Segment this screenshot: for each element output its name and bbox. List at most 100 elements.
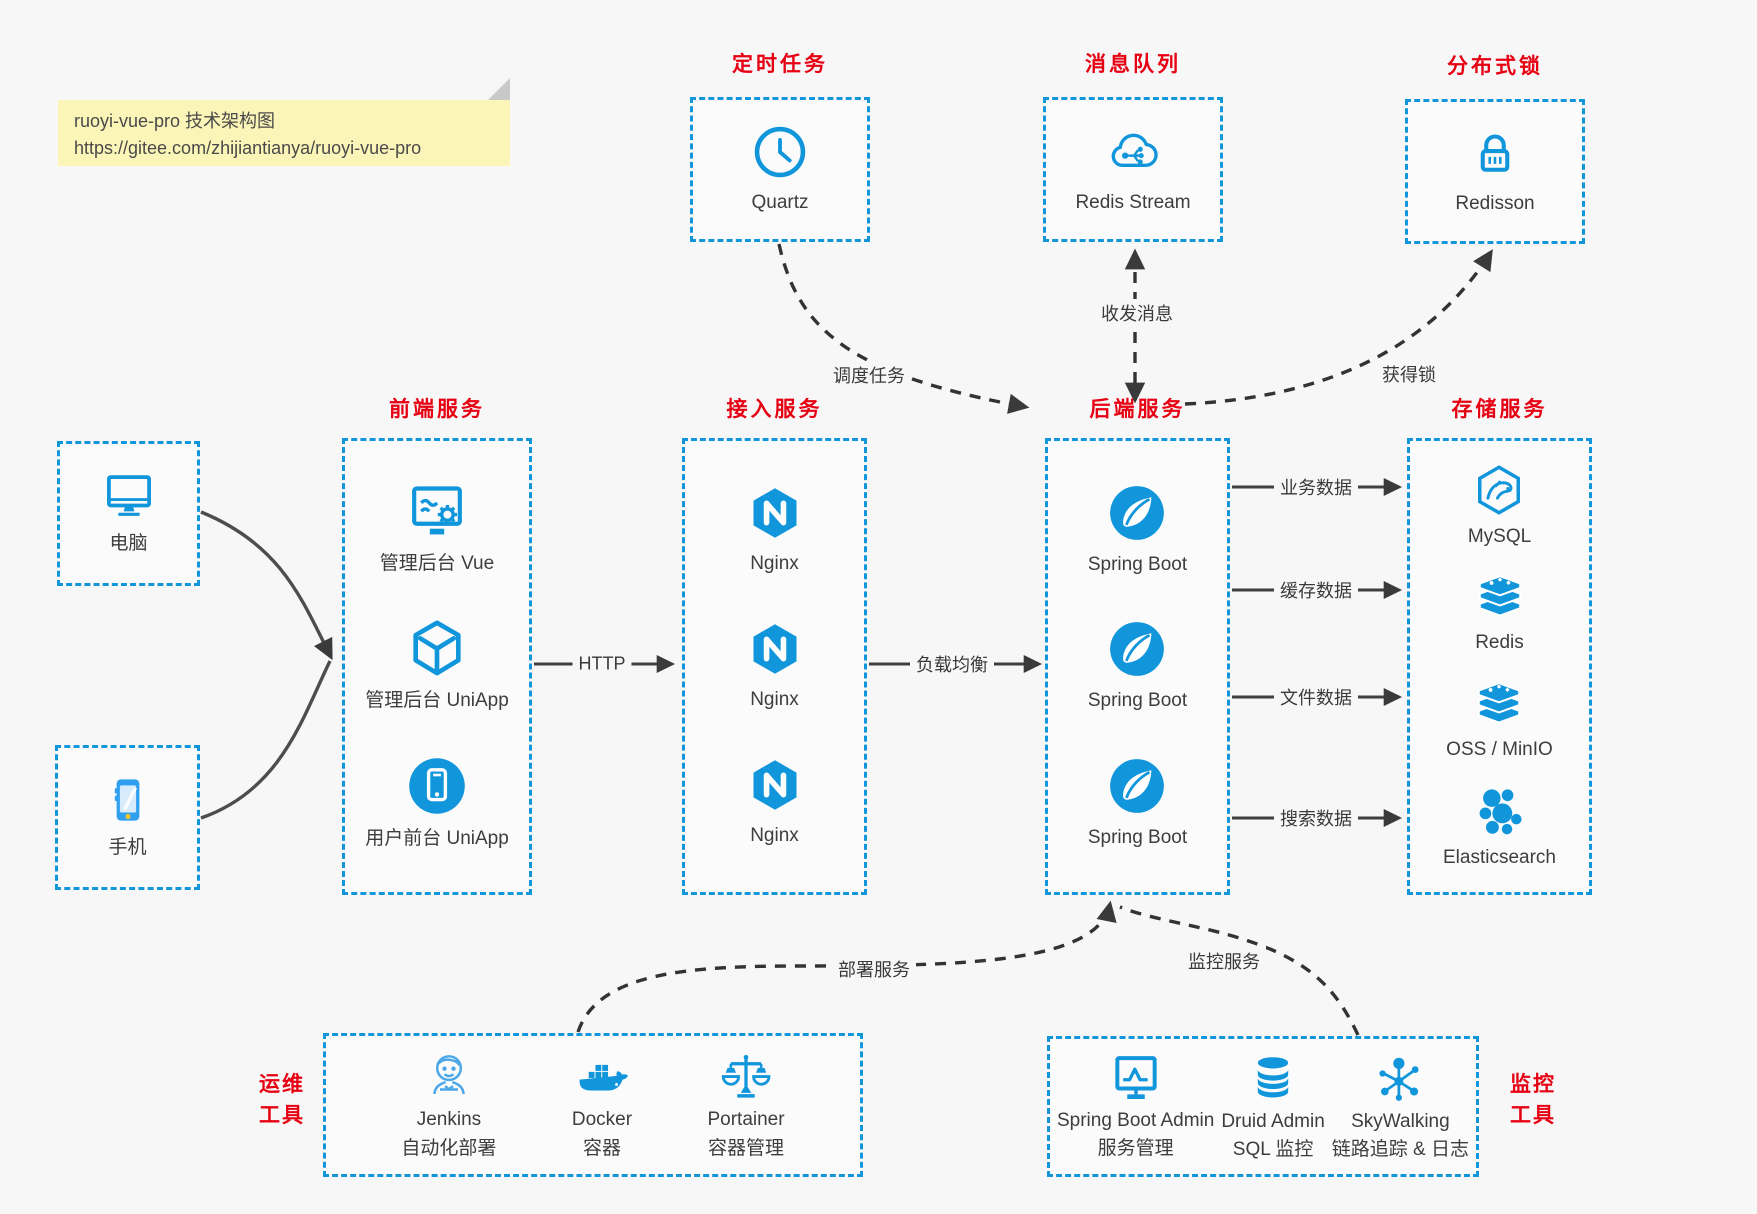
item-label: SkyWalking: [1351, 1110, 1450, 1132]
druid-icon: [1246, 1051, 1300, 1105]
mysql-icon: [1471, 462, 1527, 518]
item-label: Quartz: [751, 192, 809, 214]
item-label: Docker: [571, 1109, 633, 1131]
item-label: Portainer: [707, 1109, 785, 1131]
panel-distributed-lock: Redisson: [1405, 99, 1585, 244]
user-app-icon: [406, 755, 468, 817]
gateway-item-nginx-3: Nginx: [746, 756, 804, 849]
edge-label-deploy-service: 部署服务: [832, 955, 916, 983]
skywalking-icon: [1373, 1051, 1427, 1105]
edge-label-search-data: 搜索数据: [1274, 804, 1358, 832]
title-monitor-tools: 监控 工具: [1494, 1069, 1572, 1131]
panel-monitor-tools: Spring Boot Admin 服务管理 Druid Admin SQL 监…: [1047, 1036, 1479, 1177]
nginx-icon: [746, 620, 804, 678]
smartphone-icon: [102, 774, 154, 826]
panel-ops-tools: Jenkins 自动化部署 Docker 容器 Portainer 容器管理: [323, 1033, 863, 1177]
item-sublabel: SQL 监控: [1232, 1139, 1314, 1161]
title-storage: 存储服务: [1451, 398, 1548, 421]
item-sublabel: 容器: [582, 1137, 621, 1159]
item-label: MySQL: [1467, 525, 1532, 547]
portainer-icon: [718, 1049, 774, 1103]
panel-message-queue: Redis Stream: [1043, 97, 1223, 242]
redis-stack-icon: [1473, 570, 1527, 624]
edge-label-business-data: 业务数据: [1274, 473, 1358, 501]
ops-title-line2: 工具: [259, 1104, 305, 1127]
redis-stream-item: Redis Stream: [1075, 123, 1191, 216]
item-label: Redis Stream: [1075, 192, 1191, 214]
item-label: Spring Boot Admin: [1056, 1109, 1215, 1131]
ops-item-docker: Docker 容器: [572, 1049, 632, 1160]
ops-item-jenkins: Jenkins 自动化部署: [401, 1049, 496, 1160]
monitor-item-sba: Spring Boot Admin 服务管理: [1057, 1052, 1214, 1161]
title-frontend: 前端服务: [389, 398, 485, 421]
frontend-item-vue: 管理后台 Vue: [380, 482, 494, 577]
item-label: Nginx: [750, 553, 799, 575]
edge-label-schedule-job: 调度任务: [827, 361, 911, 389]
spring-icon: [1107, 619, 1167, 679]
edge-label-monitor-service: 监控服务: [1182, 947, 1266, 975]
item-label: Redisson: [1455, 193, 1535, 215]
backend-item-spring-3: Spring Boot: [1088, 756, 1187, 851]
sba-icon: [1108, 1052, 1164, 1104]
panel-gateway: Nginx Nginx Nginx: [682, 438, 867, 895]
spring-icon: [1107, 483, 1167, 543]
gateway-item-nginx-1: Nginx: [746, 484, 804, 577]
item-label: Jenkins: [416, 1109, 482, 1131]
admin-vue-icon: [405, 482, 469, 542]
item-label: OSS / MinIO: [1446, 738, 1553, 760]
panel-backend: Spring Boot Spring Boot Spring Boot: [1045, 438, 1230, 895]
panel-phone: 手机: [55, 745, 200, 890]
item-label: Spring Boot: [1087, 553, 1188, 575]
item-label: 手机: [108, 837, 147, 859]
nginx-icon: [746, 484, 804, 542]
edge-label-file-data: 文件数据: [1274, 683, 1358, 711]
nginx-icon: [746, 756, 804, 814]
sticky-note: ruoyi-vue-pro 技术架构图 https://gitee.com/zh…: [58, 78, 510, 166]
uniapp-cube-icon: [406, 617, 468, 679]
redisson-item: Redisson: [1455, 126, 1535, 217]
item-sublabel: 服务管理: [1097, 1138, 1174, 1160]
item-label: 管理后台 UniApp: [365, 690, 509, 712]
elasticsearch-icon: [1472, 783, 1528, 839]
item-label: Druid Admin: [1221, 1110, 1325, 1132]
item-label: 电脑: [109, 533, 148, 555]
jenkins-icon: [422, 1049, 476, 1103]
item-sublabel: 自动化部署: [401, 1137, 497, 1159]
edge-label-acquire-lock: 获得锁: [1376, 360, 1442, 388]
lock-icon: [1467, 126, 1523, 182]
monitor-title-line2: 工具: [1510, 1104, 1556, 1127]
item-label: 管理后台 Vue: [379, 552, 495, 574]
phone-item: 手机: [102, 774, 154, 861]
item-label: Elasticsearch: [1443, 847, 1556, 869]
note-fold-corner: [488, 78, 510, 100]
item-label: Spring Boot: [1087, 690, 1188, 712]
frontend-item-uniapp-user: 用户前台 UniApp: [365, 755, 509, 852]
backend-item-spring-2: Spring Boot: [1088, 619, 1187, 714]
item-label: Nginx: [750, 689, 799, 711]
quartz-item: Quartz: [751, 123, 809, 216]
monitor-item-druid: Druid Admin SQL 监控: [1221, 1051, 1325, 1162]
panel-computer: 电脑: [57, 441, 200, 586]
note-line2: https://gitee.com/zhijiantianya/ruoyi-vu…: [74, 138, 422, 158]
cloud-stream-icon: [1102, 123, 1164, 181]
panel-frontend: 管理后台 Vue 管理后台 UniApp 用户前台 UniApp: [342, 438, 532, 895]
frontend-item-uniapp-admin: 管理后台 UniApp: [365, 617, 509, 714]
storage-item-redis: Redis: [1473, 570, 1527, 656]
clock-icon: [751, 123, 809, 181]
ops-title-line1: 运维: [259, 1073, 305, 1096]
monitor-title-line1: 监控: [1510, 1073, 1556, 1096]
storage-item-elasticsearch: Elasticsearch: [1443, 783, 1556, 871]
ops-item-portainer: Portainer 容器管理: [707, 1049, 785, 1160]
edge-label-send-receive-message: 收发消息: [1095, 299, 1179, 327]
backend-item-spring-1: Spring Boot: [1088, 483, 1187, 578]
edge-label-load-balance: 负载均衡: [910, 650, 994, 678]
title-distributed-lock: 分布式锁: [1447, 55, 1543, 78]
item-label: 用户前台 UniApp: [365, 827, 509, 849]
title-message-queue: 消息队列: [1085, 53, 1181, 76]
monitor-item-skywalking: SkyWalking 链路追踪 & 日志: [1332, 1051, 1469, 1162]
storage-item-mysql: MySQL: [1468, 462, 1531, 550]
item-sublabel: 链路追踪 & 日志: [1331, 1139, 1470, 1161]
redis-stack-icon: [1472, 677, 1526, 731]
title-backend: 后端服务: [1089, 398, 1186, 421]
